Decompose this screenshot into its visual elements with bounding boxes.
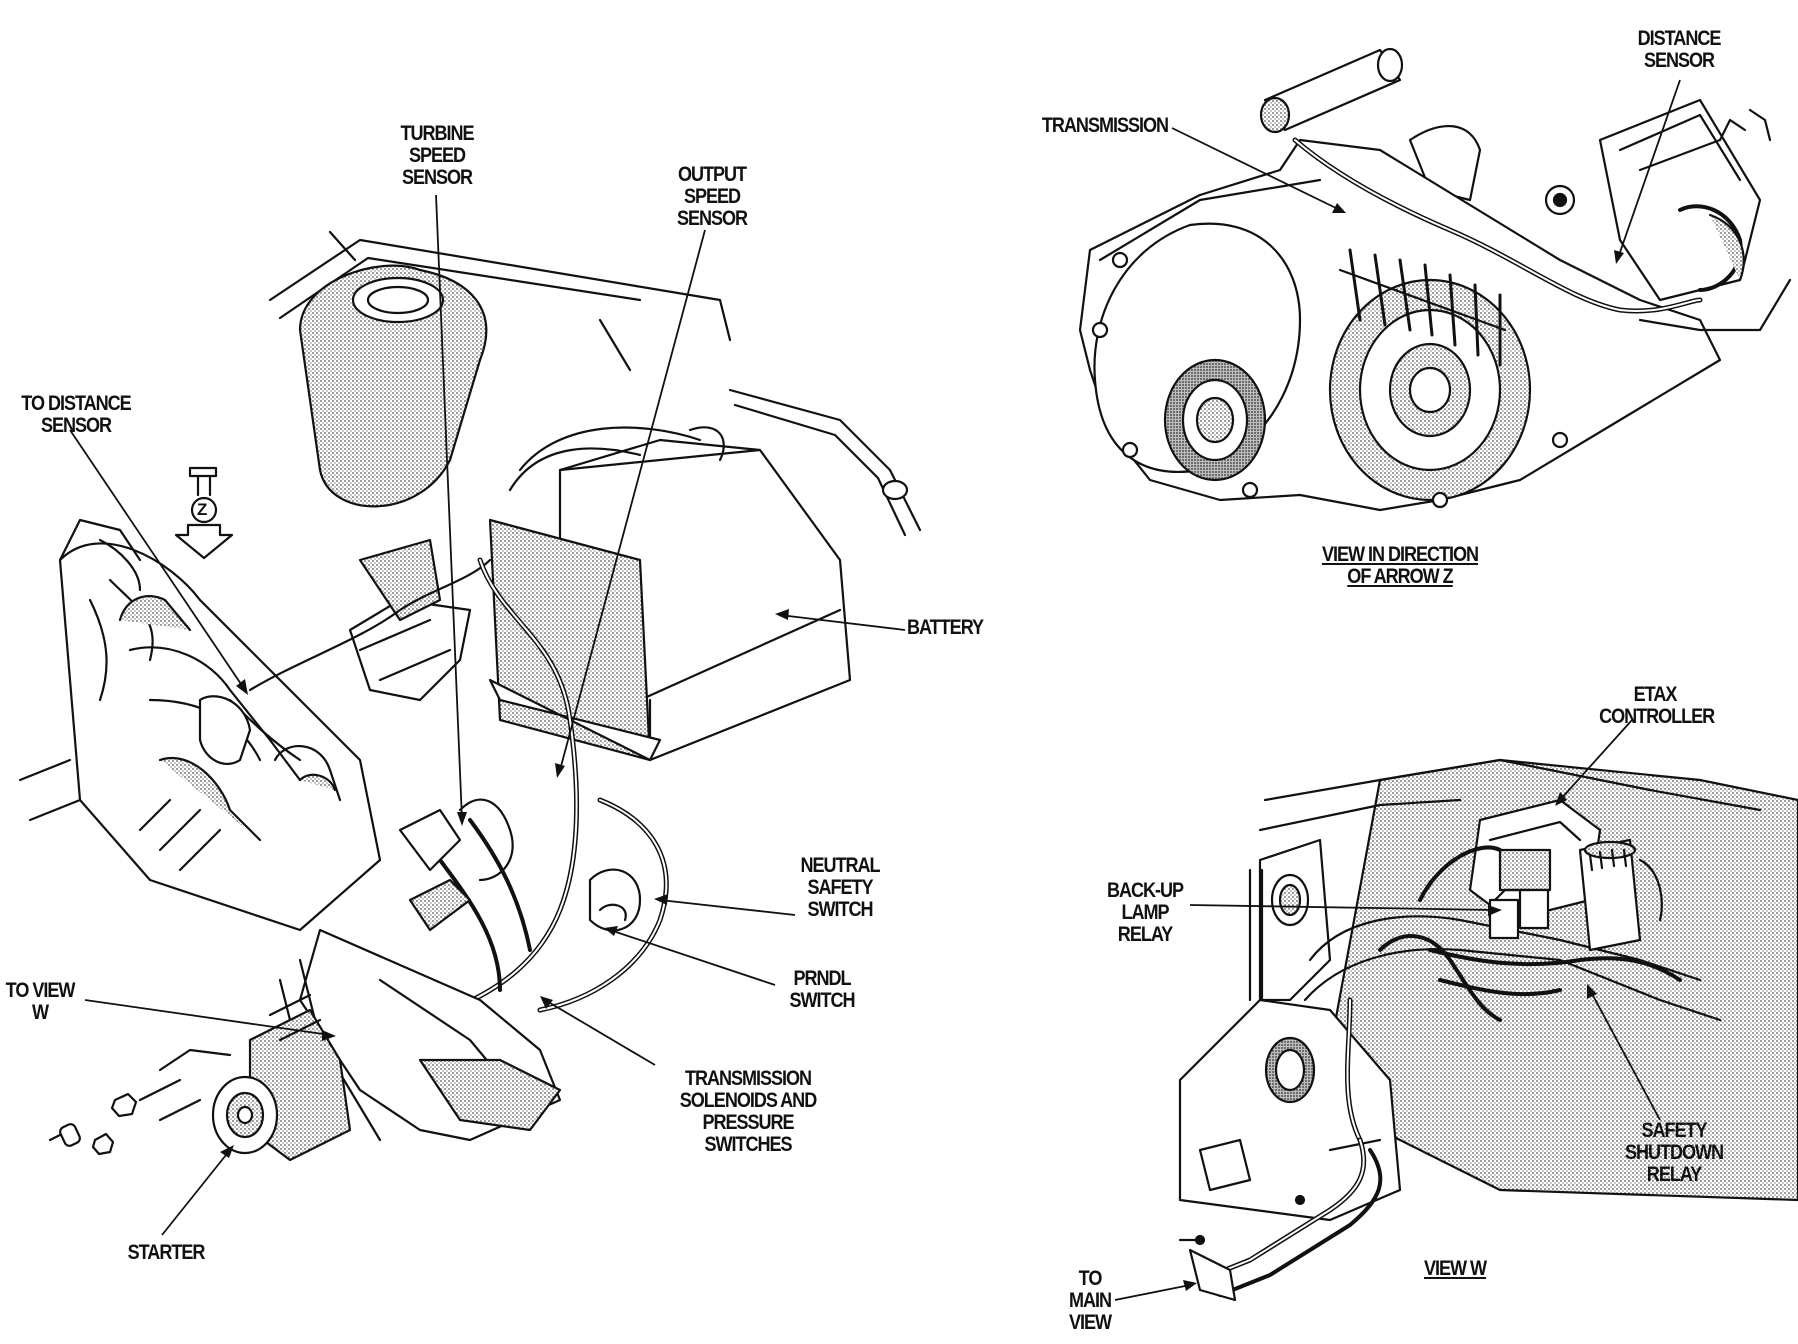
label-to-view-w: TO VIEW W (5, 979, 76, 1024)
caption-view-w: VIEW W (1423, 1257, 1487, 1280)
leader-lines-w (1114, 719, 1661, 1301)
arrowheads-w (1183, 792, 1597, 1291)
label-to-main-view: TO MAIN VIEW (1068, 1267, 1112, 1334)
label-output-speed-sensor: OUTPUT SPEED SENSOR (676, 163, 748, 230)
caption-view-in-direction-of-arrow-z: VIEW IN DIRECTION OF ARROW Z (1321, 543, 1479, 588)
main-view (18, 230, 922, 1162)
label-transmission-solenoids: TRANSMISSION SOLENOIDS AND PRESSURE SWIT… (679, 1067, 817, 1156)
label-transmission: TRANSMISSION (1041, 114, 1169, 137)
label-to-distance-sensor: TO DISTANCE SENSOR (21, 392, 131, 437)
label-battery: BATTERY (907, 616, 984, 639)
label-turbine-speed-sensor: TURBINE SPEED SENSOR (400, 122, 474, 189)
starter-motor (211, 993, 352, 1162)
label-prndl-switch: PRNDL SWITCH (789, 967, 855, 1012)
label-starter: STARTER (127, 1241, 206, 1264)
leader-lines-z (1171, 79, 1681, 259)
arrowheads-main (220, 609, 789, 1158)
arrow-z-marker (174, 466, 234, 560)
label-back-up-lamp-relay: BACK-UP LAMP RELAY (1106, 879, 1184, 946)
label-distance-sensor: DISTANCE SENSOR (1637, 27, 1722, 72)
label-safety-shutdown-relay: SAFETY SHUTDOWN RELAY (1624, 1119, 1724, 1186)
arrowheads-z (1332, 203, 1624, 264)
view-arrow-z (1078, 47, 1792, 512)
arrow-z-letter: Z (197, 500, 208, 519)
view-w (1178, 758, 1798, 1302)
label-neutral-safety-switch: NEUTRAL SAFETY SWITCH (800, 854, 880, 921)
strut-tower (298, 264, 488, 508)
leader-lines-main (69, 194, 906, 1236)
label-etax-controller: ETAX CONTROLLER (1599, 683, 1715, 728)
